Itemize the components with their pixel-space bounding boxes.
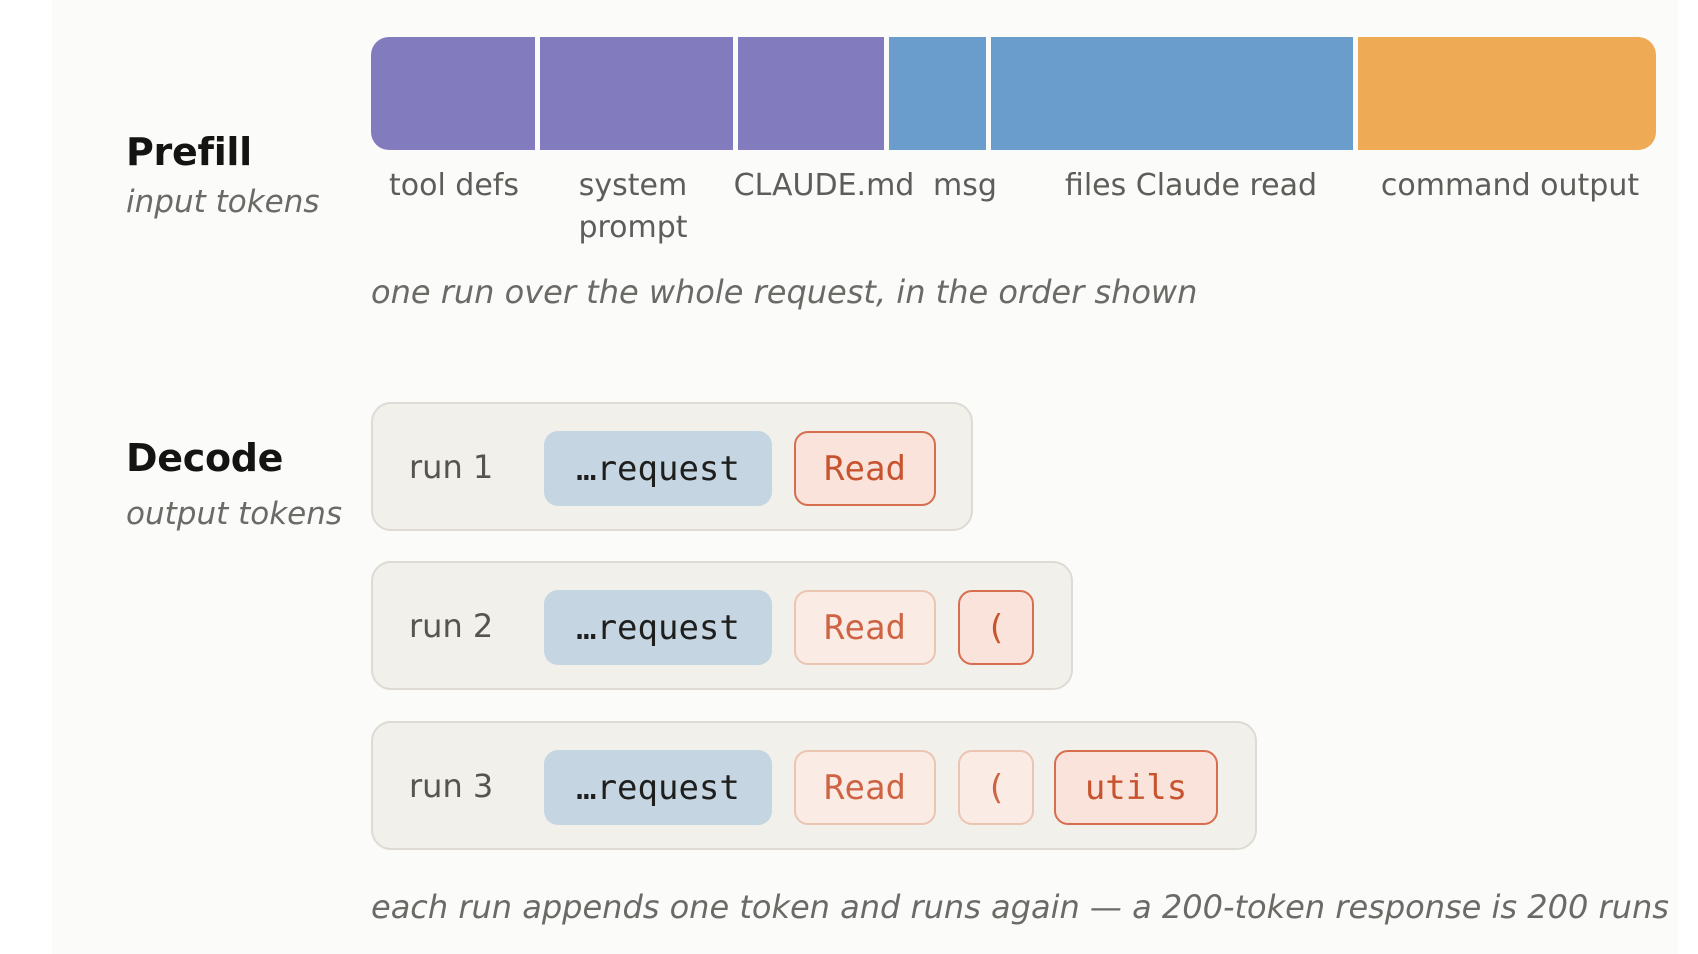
run-label: run 2 bbox=[409, 606, 494, 645]
previous-token: ( bbox=[958, 750, 1034, 825]
segment-msg bbox=[889, 37, 986, 150]
segment-files-claude-read bbox=[991, 37, 1353, 150]
prefill-caption: one run over the whole request, in the o… bbox=[371, 273, 1198, 311]
segment-label-system-prompt: system prompt bbox=[578, 168, 688, 245]
segment-label-msg: msg bbox=[933, 168, 997, 203]
previous-token: Read bbox=[794, 750, 936, 825]
context-token: …request bbox=[544, 590, 772, 665]
decode-subtitle: output tokens bbox=[126, 496, 343, 532]
new-token: Read bbox=[794, 431, 936, 506]
segment-label-command-output: command output bbox=[1380, 168, 1640, 203]
prefill-bar bbox=[371, 37, 1656, 150]
new-token: utils bbox=[1054, 750, 1218, 825]
run-1-box: run 1 …request Read bbox=[371, 402, 973, 531]
previous-token: Read bbox=[794, 590, 936, 665]
prefill-title: Prefill bbox=[126, 130, 252, 174]
right-margin bbox=[1678, 0, 1698, 954]
segment-claude-md bbox=[738, 37, 884, 150]
context-token: …request bbox=[544, 750, 772, 825]
new-token: ( bbox=[958, 590, 1034, 665]
segment-command-output bbox=[1358, 37, 1656, 150]
decode-caption: each run appends one token and runs agai… bbox=[371, 888, 1669, 926]
segment-label-files-claude-read: files Claude read bbox=[1064, 168, 1318, 203]
run-label: run 3 bbox=[409, 766, 494, 805]
run-label: run 1 bbox=[409, 447, 494, 486]
segment-system-prompt bbox=[540, 37, 733, 150]
segment-label-tool-defs: tool defs bbox=[388, 168, 520, 203]
prefill-subtitle: input tokens bbox=[126, 184, 320, 220]
segment-tool-defs bbox=[371, 37, 535, 150]
run-2-box: run 2 …request Read ( bbox=[371, 561, 1073, 690]
run-3-box: run 3 …request Read ( utils bbox=[371, 721, 1257, 850]
left-margin bbox=[0, 0, 52, 954]
segment-label-claude-md: CLAUDE.md bbox=[733, 168, 915, 203]
context-token: …request bbox=[544, 431, 772, 506]
decode-title: Decode bbox=[126, 436, 284, 480]
